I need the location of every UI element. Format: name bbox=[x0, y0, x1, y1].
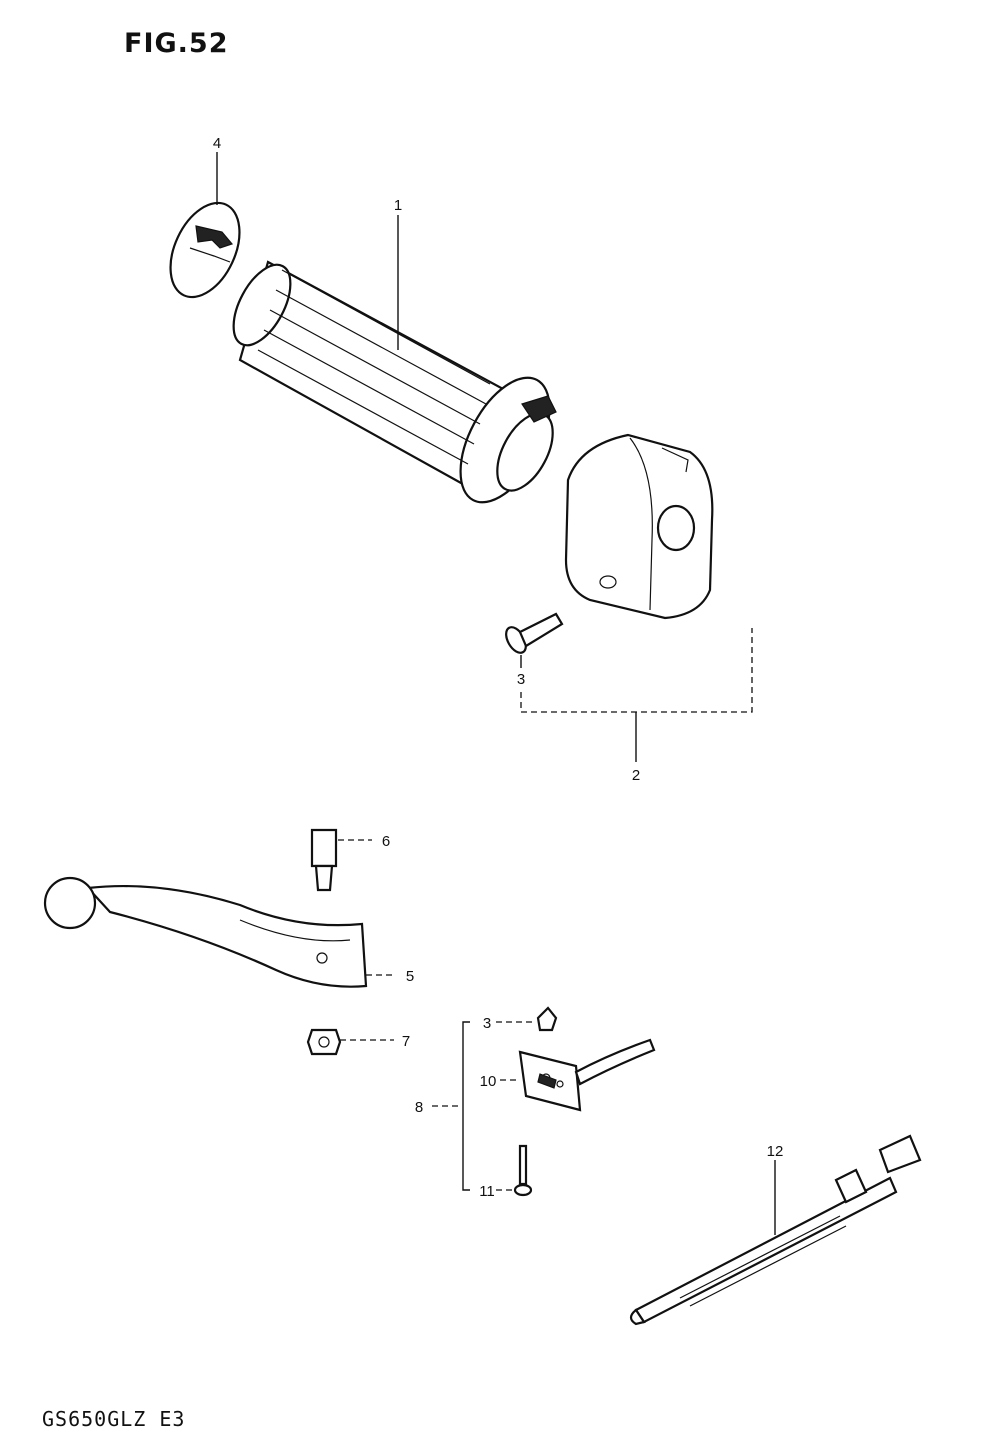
callout-6: 6 bbox=[382, 833, 390, 850]
figure-title: FIG.52 bbox=[124, 28, 229, 59]
callout-10: 10 bbox=[480, 1073, 497, 1090]
callout-7: 7 bbox=[402, 1033, 410, 1050]
cable-tie-icon bbox=[629, 1134, 922, 1326]
bracket-8 bbox=[462, 1021, 470, 1191]
clutch-lever-icon bbox=[43, 876, 368, 988]
handlebar-grip-icon bbox=[232, 260, 557, 504]
callout-8: 8 bbox=[415, 1099, 423, 1116]
lever-switch-icon bbox=[518, 1038, 656, 1112]
grip-end-cap-icon bbox=[169, 201, 241, 299]
callout-4: 4 bbox=[213, 135, 221, 152]
callout-11: 11 bbox=[479, 1183, 495, 1200]
model-code: GS650GLZ E3 bbox=[42, 1407, 186, 1431]
screw-icon bbox=[505, 612, 564, 654]
pivot-bolt-icon bbox=[310, 828, 338, 892]
callout-5: 5 bbox=[406, 968, 414, 985]
switch-screw-icon bbox=[513, 1144, 533, 1197]
bracket-2 bbox=[520, 628, 753, 713]
callout-12: 12 bbox=[767, 1143, 784, 1160]
switch-clip-icon bbox=[536, 1006, 558, 1032]
nut-icon bbox=[306, 1028, 342, 1056]
callout-2: 2 bbox=[632, 767, 640, 784]
callout-3b: 3 bbox=[483, 1015, 491, 1032]
switch-housing-icon bbox=[564, 433, 714, 620]
callout-1: 1 bbox=[394, 197, 402, 214]
callout-3: 3 bbox=[517, 671, 525, 688]
